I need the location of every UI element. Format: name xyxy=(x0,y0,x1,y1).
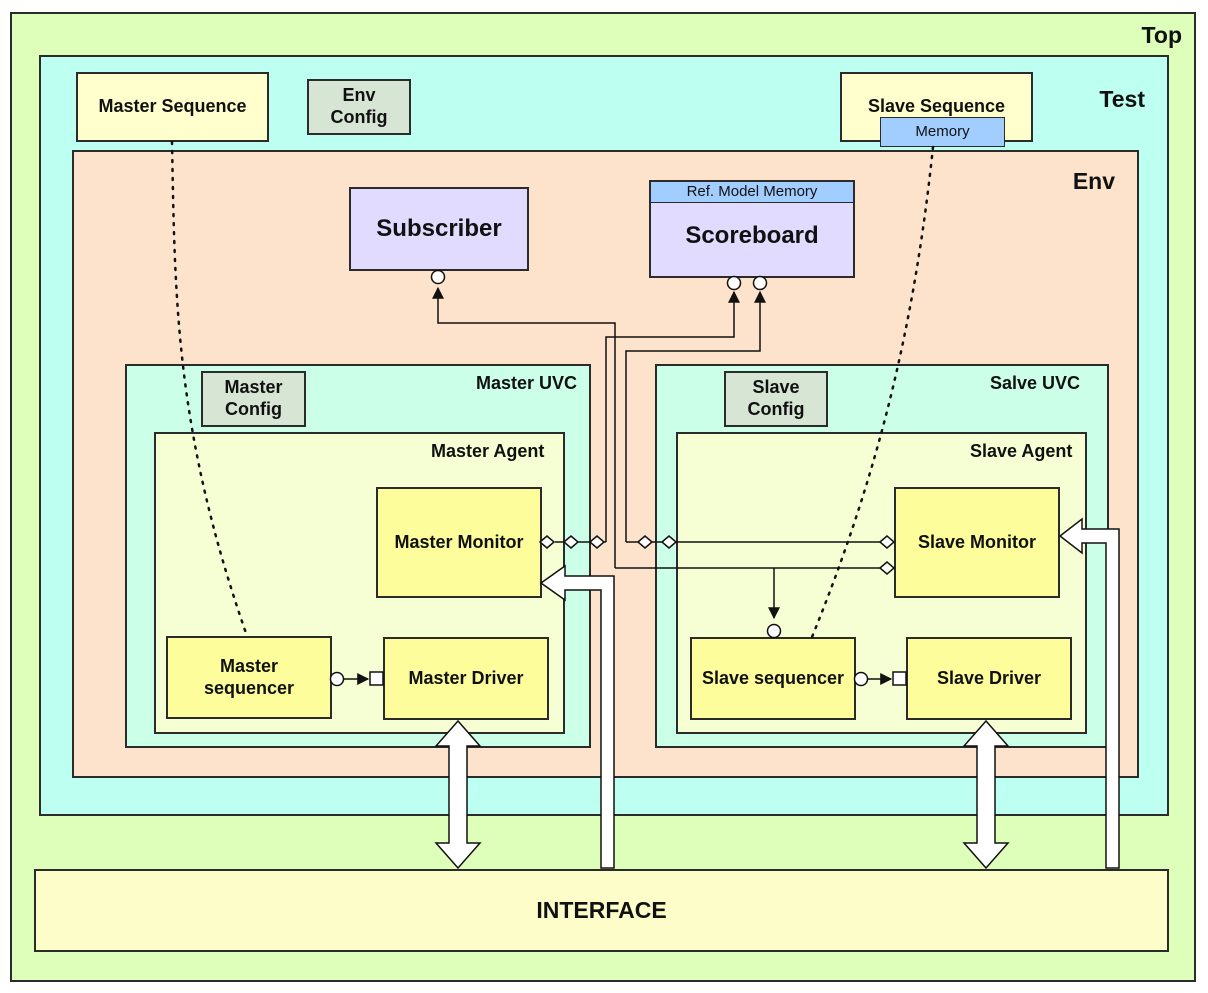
slave-monitor-port-4 xyxy=(878,561,896,575)
interface-master-monitor-arrow xyxy=(539,564,615,869)
slave-config-box[interactable]: Slave Config xyxy=(724,371,828,427)
env-config-label: Env Config xyxy=(330,85,388,127)
env-config-box[interactable]: Env Config xyxy=(307,79,411,135)
slave-sequencer-label: Slave sequencer xyxy=(701,667,845,688)
master-agent-label: Master Agent xyxy=(431,441,545,461)
slave-sequencer-port xyxy=(853,671,869,687)
master-sequence-link xyxy=(170,140,249,638)
scoreboard-box[interactable]: Ref. Model Memory Scoreboard xyxy=(649,180,855,278)
master-sequencer-label: Master sequencer xyxy=(203,655,295,698)
scoreboard-export-port-1 xyxy=(726,275,742,291)
slave-sequencer-box[interactable]: Slave sequencer xyxy=(690,637,856,720)
slave-driver-interface-arrow xyxy=(962,719,1010,870)
slave-sequence-link xyxy=(810,145,935,639)
slave-monitor-port-1 xyxy=(636,535,654,549)
master-sequencer-box[interactable]: Master sequencer xyxy=(166,636,332,719)
scoreboard-memory-label: Ref. Model Memory xyxy=(686,183,818,200)
subscriber-box[interactable]: Subscriber xyxy=(349,187,529,271)
env-label: Env xyxy=(1072,168,1115,194)
slave-config-label: Slave Config xyxy=(747,377,805,419)
top-label: Top xyxy=(1141,22,1182,48)
slave-sequence-memory-label: Memory xyxy=(915,123,970,140)
test-label: Test xyxy=(1099,86,1145,112)
master-uvc-label: Master UVC xyxy=(476,373,578,393)
subscriber-label: Subscriber xyxy=(376,214,502,242)
interface-label: INTERFACE xyxy=(536,896,667,923)
master-driver-box[interactable]: Master Driver xyxy=(383,637,549,720)
slave-monitor-port-2 xyxy=(660,535,678,549)
slave-sequence-label: Slave Sequence xyxy=(867,96,1006,117)
slave-sequencer-export-port xyxy=(766,623,782,639)
master-monitor-label: Master Monitor xyxy=(394,531,524,552)
scoreboard-label: Scoreboard xyxy=(685,221,819,249)
master-driver-interface-arrow xyxy=(434,719,482,870)
slave-sequence-memory[interactable]: Memory xyxy=(880,117,1005,147)
master-sequence-box[interactable]: Master Sequence xyxy=(76,72,269,142)
slave-monitor-label: Slave Monitor xyxy=(917,531,1037,552)
slave-agent-label: Slave Agent xyxy=(970,441,1073,461)
subscriber-export-port xyxy=(430,269,446,285)
interface-box[interactable]: INTERFACE xyxy=(34,869,1169,952)
scoreboard-wire-master xyxy=(605,290,740,542)
scoreboard-export-port-2 xyxy=(752,275,768,291)
slave-driver-port xyxy=(892,671,907,686)
slave-monitor-box[interactable]: Slave Monitor xyxy=(894,487,1060,598)
slave-uvc-label: Salve UVC xyxy=(990,373,1081,393)
interface-slave-monitor-arrow xyxy=(1058,517,1120,869)
slave-driver-box[interactable]: Slave Driver xyxy=(906,637,1072,720)
scoreboard-memory[interactable]: Ref. Model Memory xyxy=(651,182,853,203)
master-monitor-port-2 xyxy=(562,535,580,549)
master-driver-port xyxy=(369,671,384,686)
master-driver-label: Master Driver xyxy=(408,667,524,688)
slave-monitor-port-3 xyxy=(878,535,896,549)
master-monitor-port-3 xyxy=(588,535,606,549)
master-sequencer-port xyxy=(329,671,345,687)
master-config-label: Master Config xyxy=(224,377,283,419)
scoreboard-wire-slave xyxy=(625,290,766,542)
subscriber-wire xyxy=(432,286,616,568)
slave-driver-label: Slave Driver xyxy=(936,667,1042,688)
master-sequence-label: Master Sequence xyxy=(98,96,247,117)
master-monitor-box[interactable]: Master Monitor xyxy=(376,487,542,598)
master-config-box[interactable]: Master Config xyxy=(201,371,306,427)
master-monitor-port-1 xyxy=(538,535,556,549)
